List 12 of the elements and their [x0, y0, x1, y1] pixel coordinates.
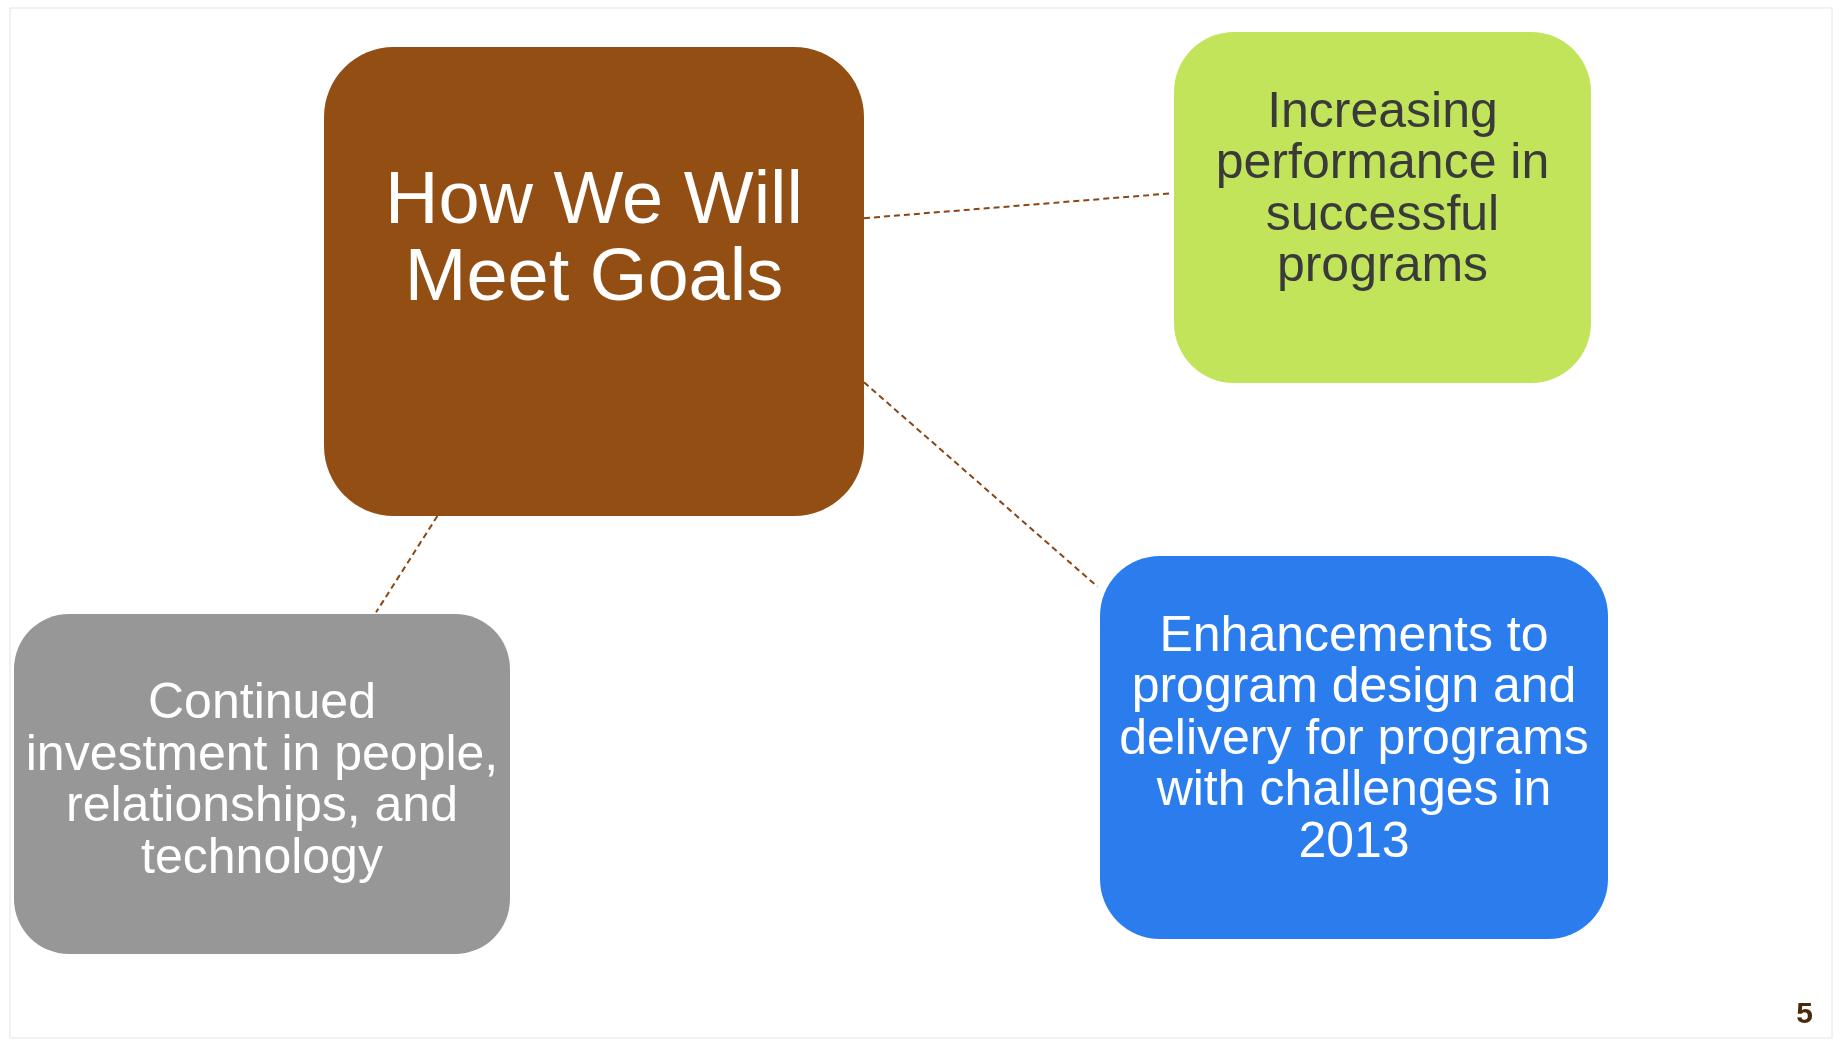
- box-text: How We Will Meet Goals: [384, 160, 804, 313]
- rounded-box: [324, 47, 864, 516]
- connector-line: [863, 192, 1171, 220]
- box-text: Enhancements to program design and delivery for programs with challenges in 2013: [1118, 608, 1590, 867]
- rounded-box: [14, 614, 510, 954]
- page-number: 5: [1796, 996, 1813, 1030]
- connector-line: [375, 515, 439, 614]
- rounded-box: [1174, 32, 1591, 383]
- box-text: Continued investment in people, relationships, and technology: [24, 676, 500, 882]
- connector-line: [863, 381, 1099, 588]
- box-text: Increasing performance in successful programs: [1214, 84, 1551, 291]
- rounded-box: [1100, 556, 1608, 939]
